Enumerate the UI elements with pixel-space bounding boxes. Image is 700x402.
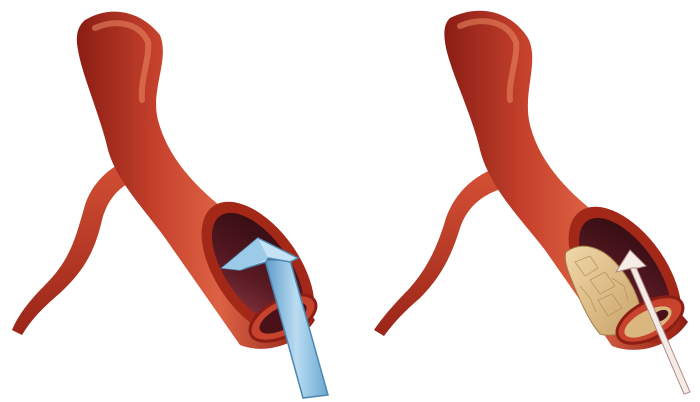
healthy-artery-panel	[12, 12, 337, 398]
plaque-artery-panel	[374, 11, 700, 394]
right-side-branch	[374, 165, 514, 336]
